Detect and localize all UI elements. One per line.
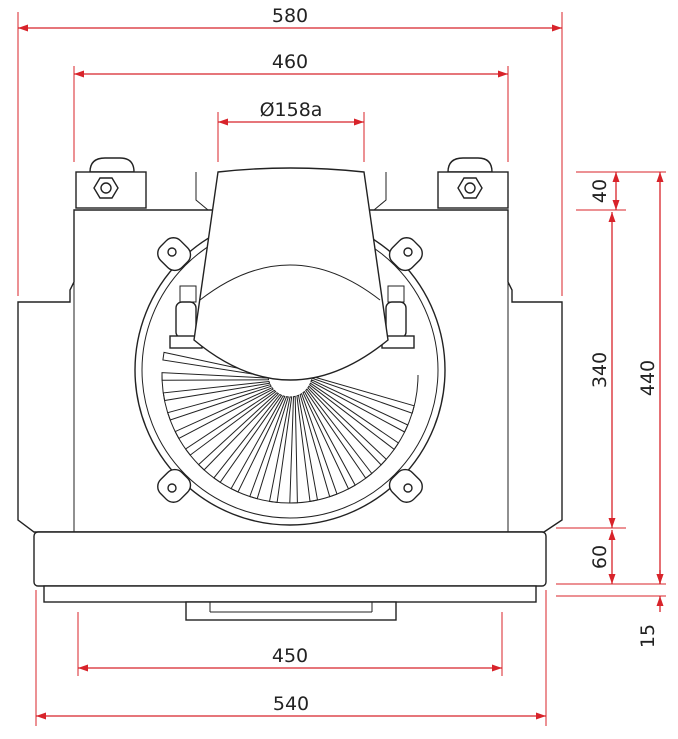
impeller-blade <box>296 394 319 502</box>
impeller-blade <box>197 392 280 471</box>
outlet-duct <box>193 167 389 381</box>
dim-body-height-label: 340 <box>589 352 611 388</box>
impeller-blade <box>307 385 388 466</box>
dim-base-inner-width-label: 450 <box>272 645 308 667</box>
dim-base-outer-width: 540 <box>35 590 547 726</box>
outlet-clamps <box>169 285 415 349</box>
dim-vertical-extensions <box>556 171 666 597</box>
dim-base-height: 60 <box>589 530 616 584</box>
impeller-rim <box>161 374 419 504</box>
dim-overall-height: 440 <box>637 172 664 584</box>
impeller-blade <box>302 390 356 490</box>
dim-outlet-diameter: Ø158a <box>217 99 365 162</box>
impeller-blade <box>162 380 271 402</box>
dim-overall-width-label: 580 <box>272 5 308 27</box>
dim-body-height: 340 <box>589 212 616 528</box>
base-plate <box>33 531 547 621</box>
impeller-blade <box>289 395 298 504</box>
dim-base-outer-width-label: 540 <box>273 693 309 715</box>
impeller-blade <box>161 372 270 381</box>
dim-body-width: 460 <box>73 51 509 162</box>
dim-flange-height-label: 40 <box>589 179 611 203</box>
dim-overall-height-label: 440 <box>637 360 659 396</box>
right-mount-bracket <box>437 157 509 209</box>
dim-base-inner-width: 450 <box>77 612 503 676</box>
left-mount-bracket <box>75 157 147 209</box>
volute-mounting-ears <box>157 237 423 503</box>
dim-overall-width: 580 <box>17 5 563 296</box>
outlet-side-tabs <box>195 172 387 211</box>
dim-outlet-diameter-label: Ø158a <box>260 99 323 121</box>
dim-foot-height: 15 <box>637 570 664 648</box>
dim-base-height-label: 60 <box>589 545 611 569</box>
dim-flange-height: 40 <box>589 172 620 210</box>
dim-foot-height-label: 15 <box>637 624 659 648</box>
dim-body-width-label: 460 <box>272 51 308 73</box>
